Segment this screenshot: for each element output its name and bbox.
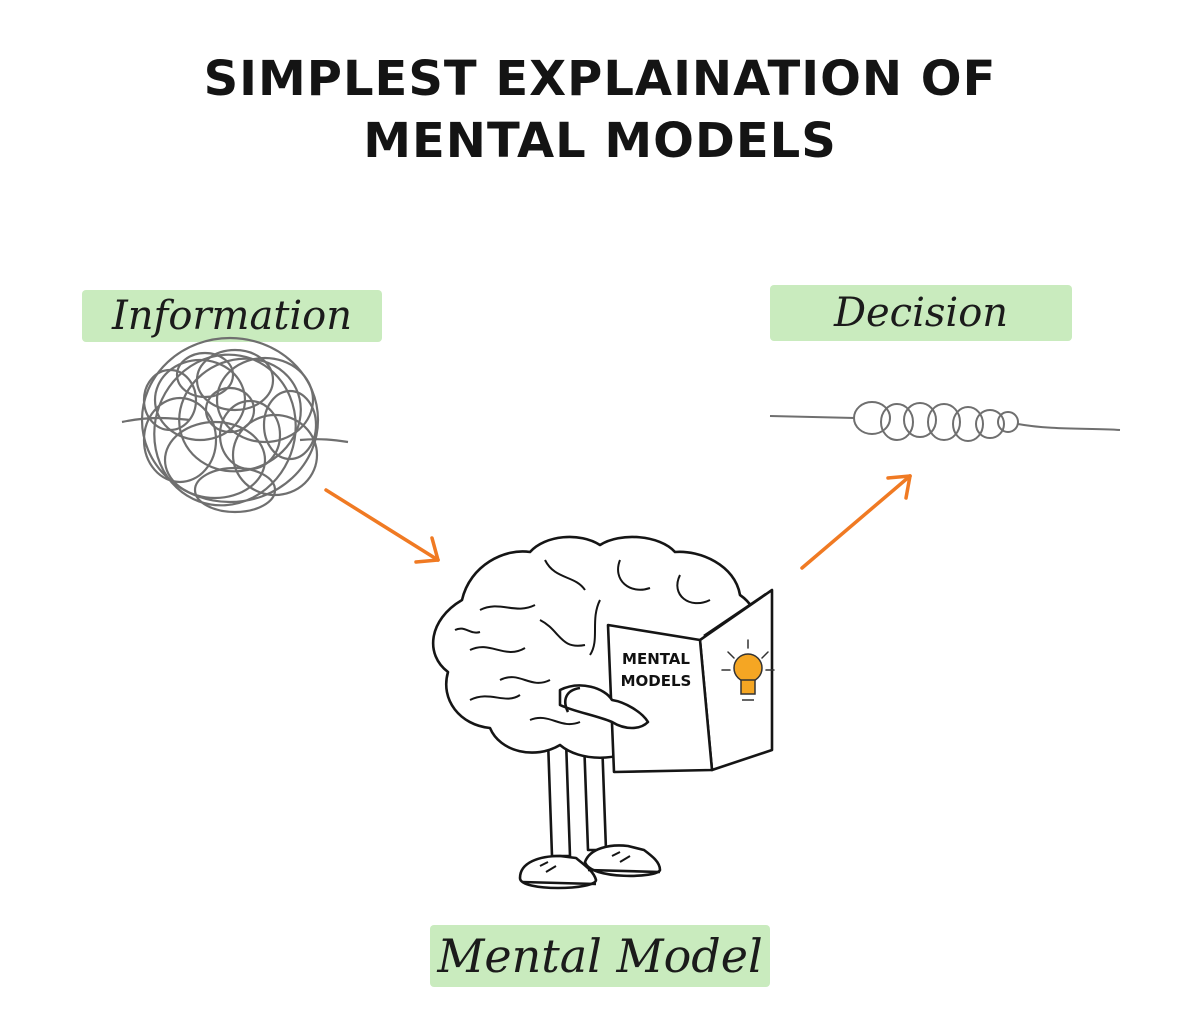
mental-model-highlight <box>430 925 770 987</box>
book-title-line-1: MENTAL <box>622 650 690 668</box>
information-label: Information <box>111 293 353 339</box>
book-title-line-2: MODELS <box>620 672 692 690</box>
squiggle-line-icon <box>769 401 1121 442</box>
title-line-2: MENTAL MODELS <box>363 113 837 169</box>
title-line-1: SIMPLEST EXPLAINATION OF <box>203 51 997 107</box>
arrow-to-brain-icon <box>324 488 440 564</box>
arrow-to-decision-icon <box>800 474 912 570</box>
mental-model-label: Mental Model <box>437 929 763 983</box>
page-title: SIMPLEST EXPLAINATION OF MENTAL MODELS <box>0 48 1200 172</box>
information-highlight <box>82 290 382 342</box>
light-bulb-icon <box>721 639 775 701</box>
brain-character-icon <box>431 535 774 890</box>
tangled-scribble-icon <box>121 336 349 514</box>
book-cover-title: MENTAL MODELS <box>612 648 700 692</box>
decision-label: Decision <box>833 290 1009 336</box>
decision-highlight <box>770 285 1072 341</box>
